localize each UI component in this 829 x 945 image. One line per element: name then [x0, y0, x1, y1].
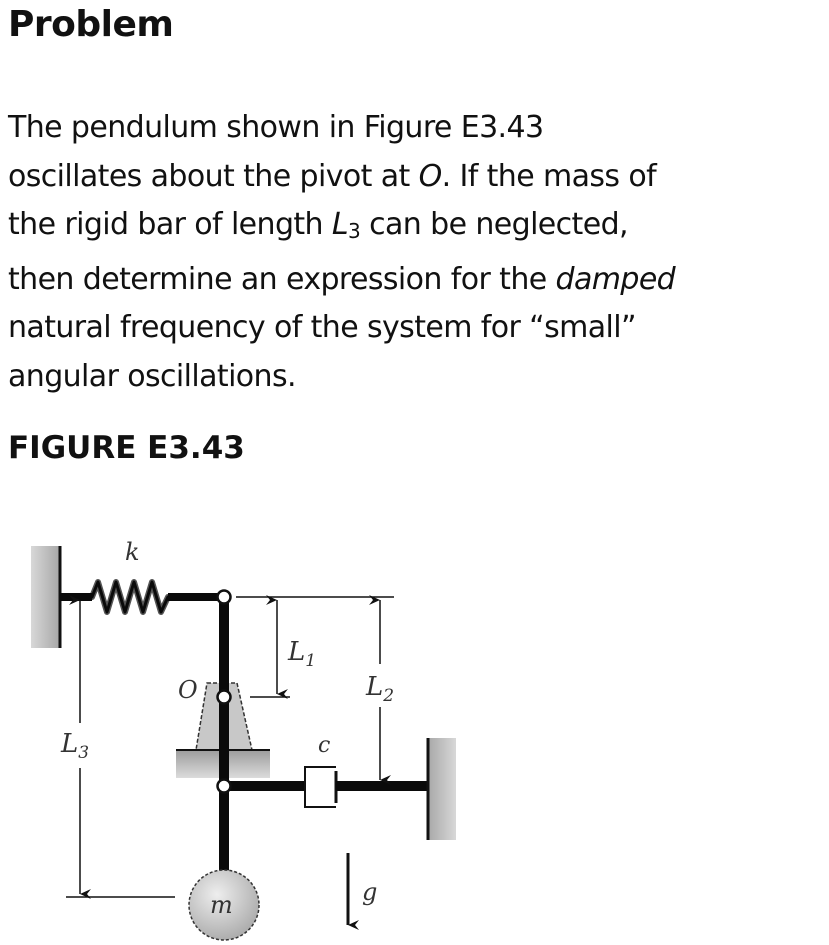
- page-title: Problem: [8, 4, 174, 45]
- length-symbol: L: [331, 207, 349, 242]
- dimension-label-l1: L1: [287, 637, 316, 671]
- problem-line-6: angular oscillations.: [8, 353, 828, 402]
- spring-k: [60, 579, 218, 615]
- gravity-label-g: g: [362, 878, 377, 906]
- problem-line-4: then determine an expression for the dam…: [8, 256, 828, 305]
- spring-label-k: k: [125, 538, 140, 566]
- pivot-pin-o: [216, 689, 232, 705]
- pendulum-figure: k c O m: [0, 520, 829, 945]
- dimension-label-l2: L2: [365, 672, 394, 706]
- text: The pendulum shown in Figure E3.43: [8, 110, 544, 145]
- mass-m: [188, 869, 260, 941]
- damper-c: [304, 766, 427, 808]
- right-wall: [426, 738, 456, 840]
- pivot-label-o: O: [178, 676, 198, 704]
- text: can be neglected,: [360, 207, 628, 242]
- problem-statement: The pendulum shown in Figure E3.43 oscil…: [8, 104, 828, 401]
- text: the rigid bar of length: [8, 207, 332, 242]
- text: natural frequency of the system for “sma…: [8, 310, 637, 345]
- damper-pin: [216, 778, 232, 794]
- text: . If the mass of: [441, 158, 657, 194]
- length-subscript: 3: [348, 219, 361, 243]
- pivot-symbol: O: [418, 158, 443, 194]
- problem-line-3: the rigid bar of length L3 can be neglec…: [8, 201, 828, 256]
- problem-line-2: oscillates about the pivot at O. If the …: [8, 153, 828, 202]
- problem-line-5: natural frequency of the system for “sma…: [8, 304, 828, 353]
- dimension-label-l3: L3: [60, 729, 89, 763]
- dimension-l3: [66, 595, 175, 899]
- problem-line-1: The pendulum shown in Figure E3.43: [8, 104, 828, 153]
- text: then determine an expression for the: [8, 261, 556, 297]
- mass-label-m: m: [210, 891, 233, 919]
- text: oscillates about the pivot at: [8, 158, 419, 194]
- text: angular oscillations.: [8, 358, 297, 394]
- damper-label-c: c: [318, 733, 330, 758]
- left-wall: [31, 546, 62, 648]
- figure-caption: FIGURE E3.43: [8, 430, 245, 466]
- dimension-l1: [250, 595, 290, 699]
- top-pin: [216, 589, 232, 605]
- emphasis-damped: damped: [555, 261, 676, 297]
